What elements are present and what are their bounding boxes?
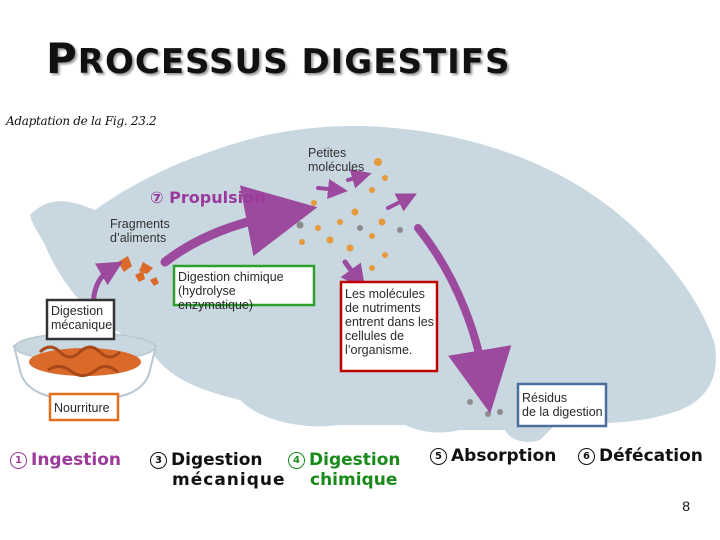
propulsion-label: ⑦ Propulsion (150, 188, 266, 207)
box-digestion-mecanique (45, 298, 116, 341)
propulsion-arrow (160, 185, 318, 267)
digestion-chimique-text: Digestion chimique (hydrolyse enzymatiqu… (178, 270, 284, 312)
box-digestion-chimique (172, 264, 316, 307)
small-molecules-label: Petites molécules (308, 146, 365, 174)
molecule-arrow (316, 179, 348, 199)
box-molecules (339, 280, 439, 373)
residus-text: Résidus de la digestion (522, 391, 603, 419)
figure-caption: Adaptation de la Fig. 23.2 (6, 114, 157, 128)
food-fragment (150, 277, 159, 286)
molecule-arrow (346, 169, 372, 189)
food-bowl (12, 332, 158, 402)
food-fragment (139, 262, 153, 274)
fragments-label: Fragments d’aliments (110, 217, 170, 245)
page-title: PROCESSUS DIGESTIFS (46, 34, 511, 83)
food-fragment (135, 271, 145, 282)
page-number: 8 (682, 498, 690, 514)
molecules-text: Les molécules de nutriments entrent dans… (345, 287, 434, 357)
nourriture-text: Nourriture (54, 401, 110, 415)
box-nourriture (48, 392, 120, 422)
box-residus (516, 382, 608, 428)
molecule-arrow (386, 193, 417, 212)
digestion-mecanique-text: Digestion mécanique (51, 304, 113, 332)
absorption-arrow (340, 259, 366, 291)
food-fragment (118, 256, 132, 272)
defecation-arrow (414, 224, 512, 414)
